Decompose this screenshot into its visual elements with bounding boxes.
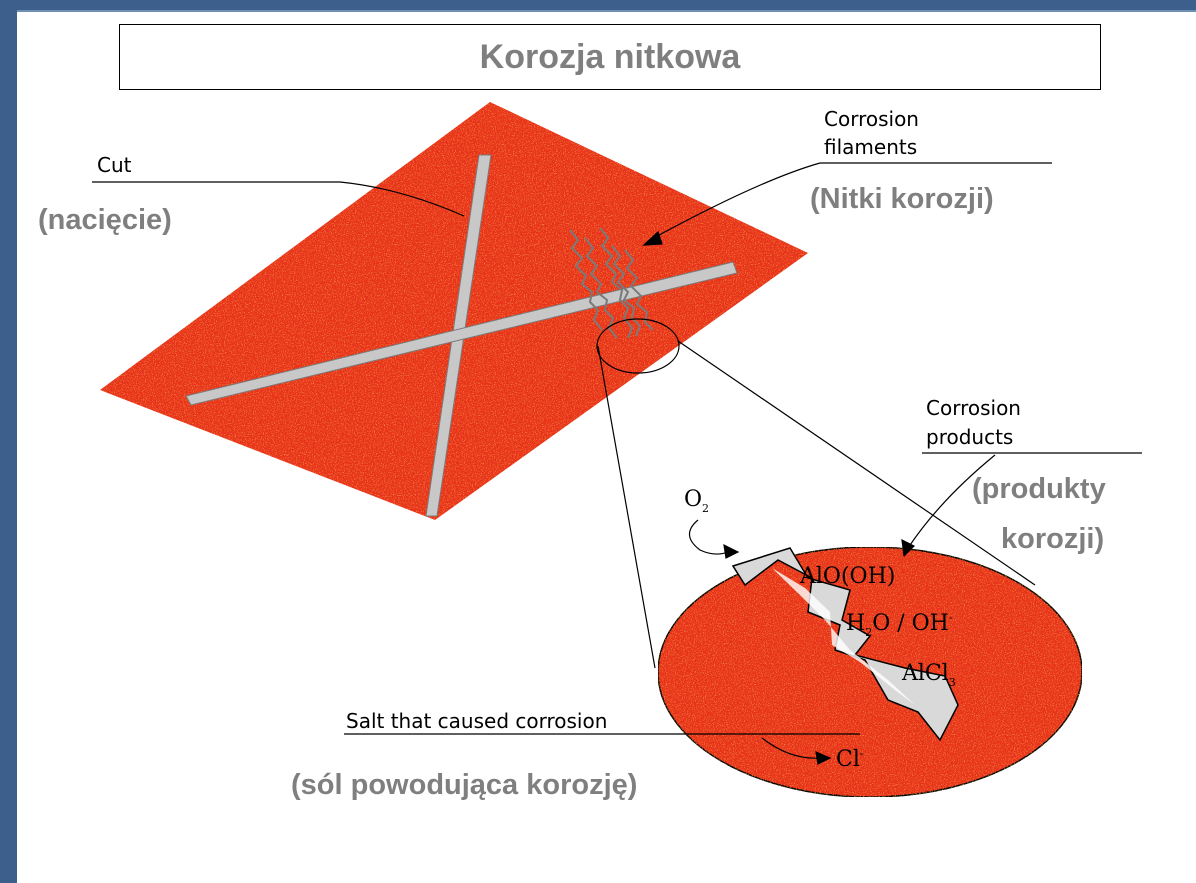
salt-label-en: Salt that caused corrosion <box>346 709 607 733</box>
oxygen-leader <box>689 520 728 554</box>
alcl3-label: AlCl3 <box>901 661 956 689</box>
filaments-label-en-2: filaments <box>824 135 917 159</box>
products-label-en-2: products <box>926 425 1013 449</box>
filaments-label-pl: (Nitki korozji) <box>810 183 994 215</box>
water-hydroxide-label: H2O / OH- <box>846 611 953 639</box>
filaments-label-en-1: Corrosion <box>824 107 919 131</box>
cut-label-en: Cut <box>97 153 132 177</box>
aloh-label: AlO(OH) <box>799 564 895 589</box>
products-label-en-1: Corrosion <box>926 396 1021 420</box>
oxygen-label: O2 <box>684 487 709 515</box>
cut-label-pl: (nacięcie) <box>38 204 172 236</box>
products-label-pl-1: (produkty <box>972 473 1106 505</box>
oxygen-arrowhead <box>724 545 738 558</box>
chloride-label: Cl- <box>836 747 864 772</box>
zoom-line-left <box>598 346 655 668</box>
products-label-pl-2: korozji) <box>1001 523 1104 555</box>
salt-label-pl: (sól powodująca korozję) <box>291 769 637 801</box>
metal-panel <box>100 102 808 520</box>
